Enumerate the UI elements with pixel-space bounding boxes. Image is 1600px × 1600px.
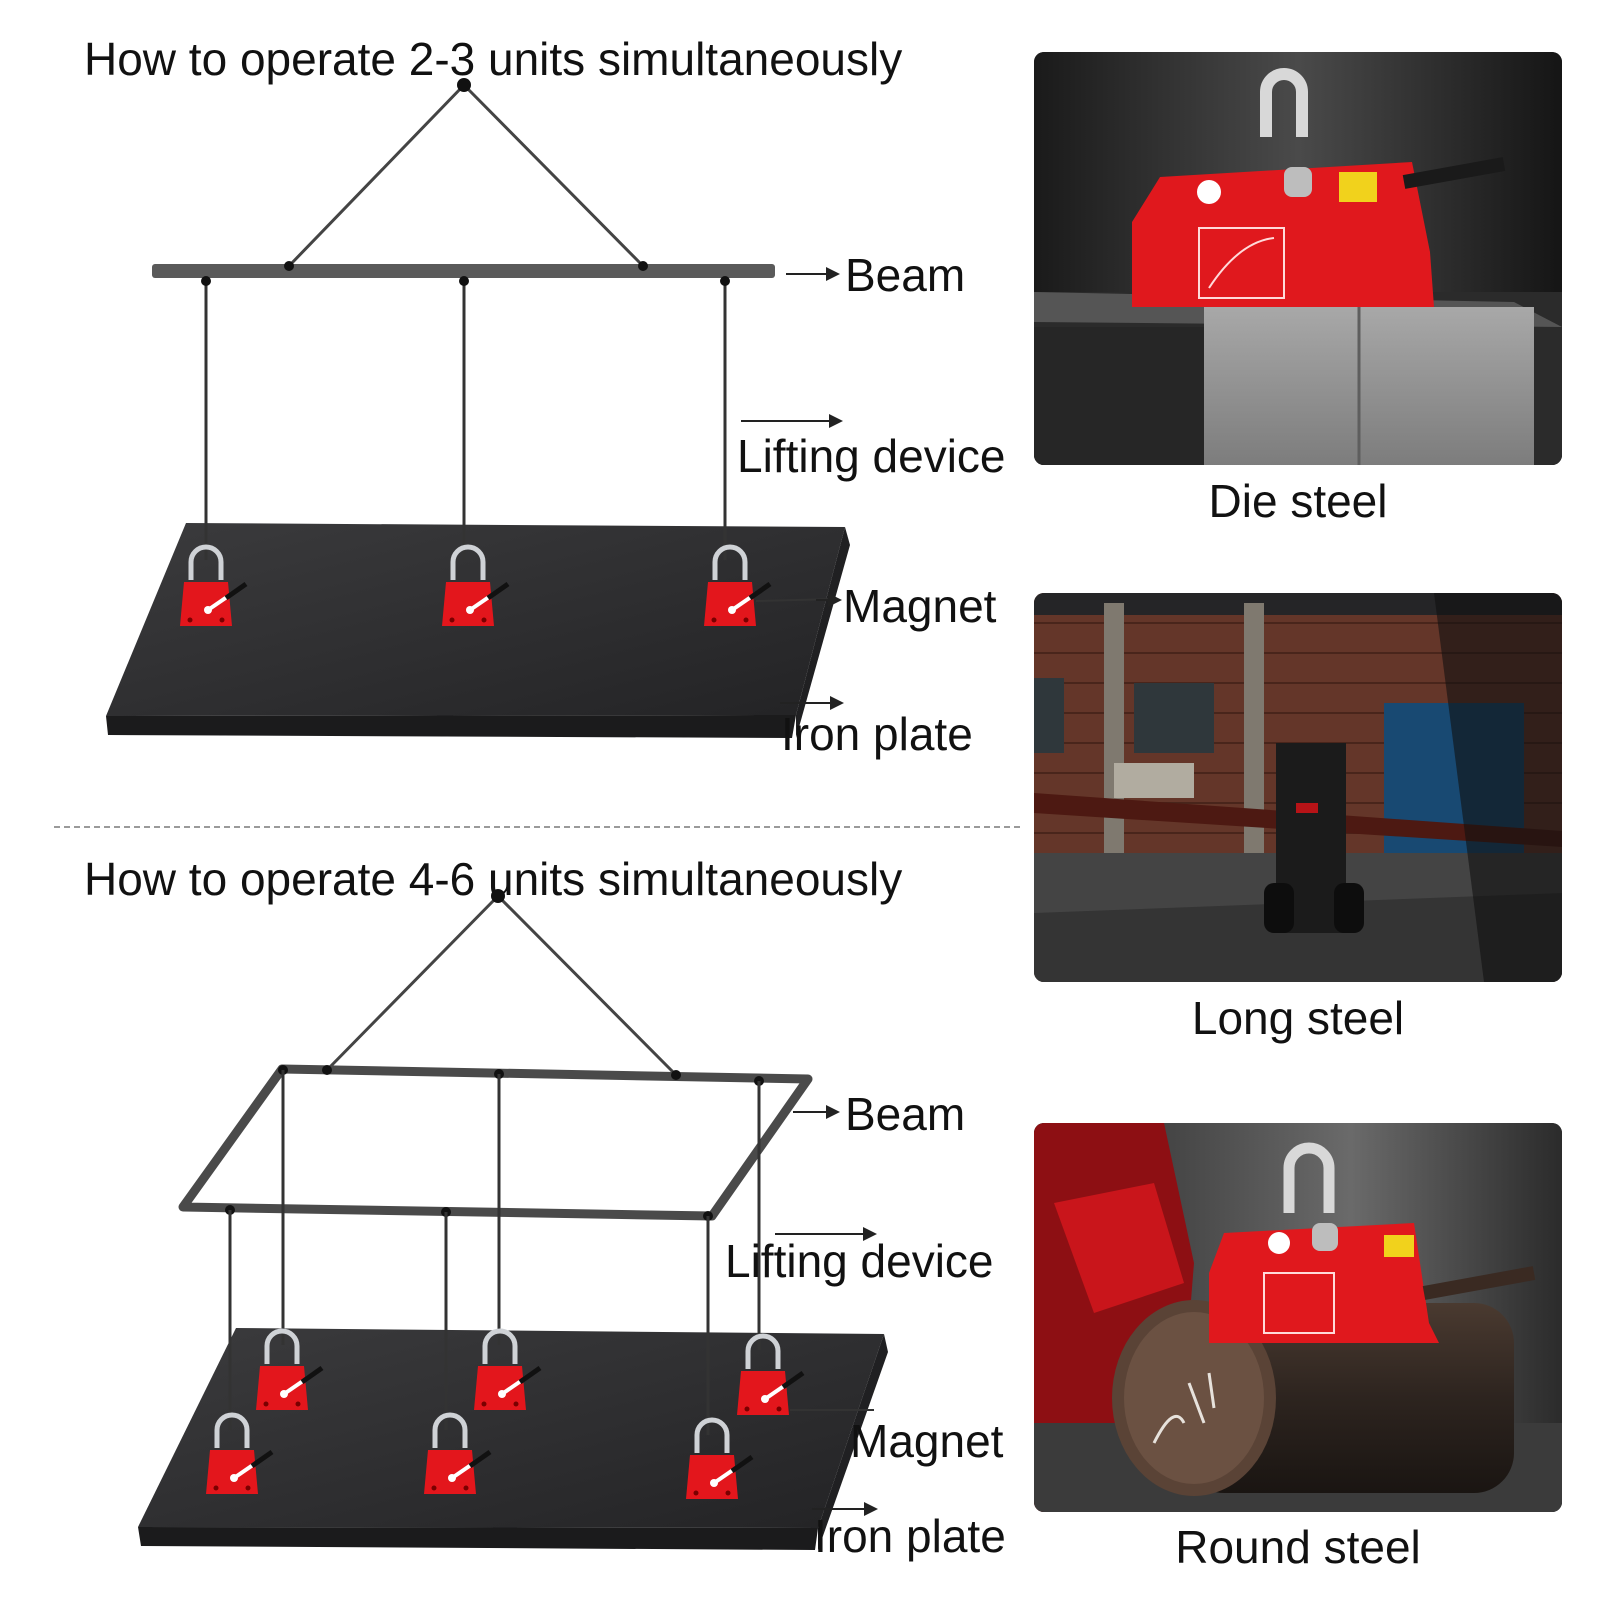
top-beam (152, 264, 775, 278)
top-sling (287, 83, 645, 268)
bottom-diagram (138, 889, 888, 1550)
label-beam: Beam (845, 249, 966, 301)
label-lifting-device: Lifting device (737, 430, 1006, 482)
label-iron-plate: Iron plate (781, 708, 973, 760)
arrow-beam-1 (786, 267, 840, 281)
round-steel-caption: Round steel (1175, 1521, 1421, 1573)
top-diagram (106, 78, 850, 738)
label-lifting-device: Lifting device (725, 1235, 994, 1287)
round-steel-photo (1034, 1123, 1562, 1512)
arrow-iron-1 (780, 696, 844, 710)
label-magnet: Magnet (850, 1415, 1004, 1467)
long-steel-caption: Long steel (1191, 992, 1405, 1044)
arrow-beam-2 (793, 1105, 840, 1119)
top-section-title: How to operate 2-3 units simultaneously (84, 33, 903, 85)
label-magnet: Magnet (843, 580, 997, 632)
die-steel-photo (1034, 52, 1562, 465)
arrow-lift-1 (741, 414, 843, 428)
arrow-magnet-1 (816, 593, 842, 607)
long-steel-photo (1034, 593, 1562, 982)
top-hook-point (457, 78, 471, 92)
arrow-lift-2 (775, 1227, 877, 1241)
section-divider (54, 826, 1020, 828)
bottom-beam-frame (178, 1064, 813, 1221)
arrow-iron-2 (812, 1502, 878, 1516)
label-beam: Beam (845, 1088, 966, 1140)
lifting-diagrams (106, 78, 888, 1550)
die-steel-caption: Die steel (1208, 475, 1388, 527)
label-iron-plate: Iron plate (814, 1510, 1006, 1562)
